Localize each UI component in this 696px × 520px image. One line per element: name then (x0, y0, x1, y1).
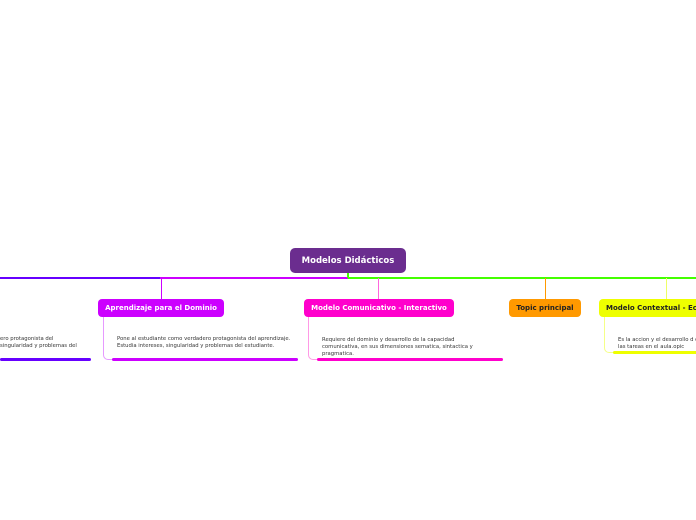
branch-underline (317, 358, 503, 361)
connector-aprendizaje (161, 278, 162, 299)
connector-comunicativo (378, 278, 379, 299)
branch-description: Requiere del dominio y desarrollo de la … (322, 337, 473, 357)
branch-description: Es la accion y el desarrollo d de las ta… (618, 337, 696, 350)
branch-node-aprendizaje[interactable]: Aprendizaje para el Dominio (98, 299, 224, 317)
branch-description: ero protagonista del singularidad y prob… (0, 336, 77, 349)
branch-description: Pone al estudiante como verdadero protag… (117, 336, 291, 349)
root-node[interactable]: Modelos Didácticos (290, 248, 406, 273)
connector-root-stem (347, 273, 349, 278)
branch-node-topic[interactable]: Topic principal (509, 299, 581, 317)
branch-node-contextual[interactable]: Modelo Contextual - Ec (599, 299, 696, 317)
branch-node-comunicativo[interactable]: Modelo Comunicativo - Interactivo (304, 299, 454, 317)
branch-bracket (308, 317, 319, 360)
connector-left-purple (160, 277, 348, 279)
connector-topic (545, 278, 546, 299)
branch-bracket (604, 317, 615, 353)
branch-underline (0, 358, 91, 361)
connector-contextual (666, 278, 667, 299)
connector-right-green (348, 277, 696, 279)
branch-bracket (103, 317, 114, 360)
branch-underline (613, 351, 696, 354)
branch-underline (112, 358, 298, 361)
connector-left-blue (0, 277, 160, 279)
